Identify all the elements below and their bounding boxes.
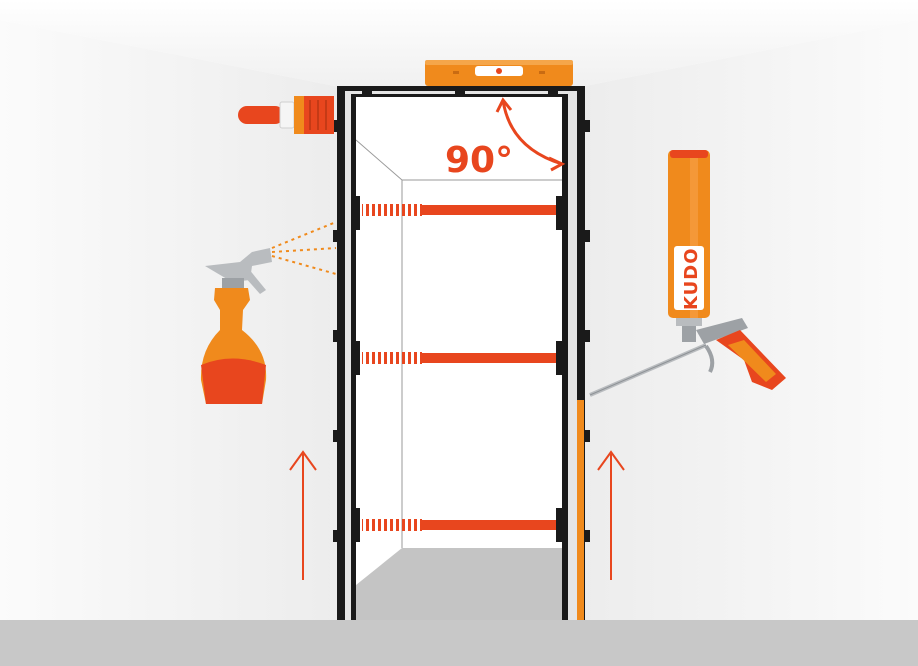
- right-angle-marker: 90°: [445, 97, 566, 181]
- brace-top: [352, 196, 564, 230]
- arrow-up-icon: [597, 450, 625, 580]
- paint-brush-icon: [238, 96, 334, 134]
- brace-middle: [352, 341, 564, 375]
- spray-mist: [271, 221, 337, 275]
- spray-bottle-icon: [200, 221, 337, 404]
- floor: [0, 620, 918, 666]
- angle-label: 90°: [445, 140, 513, 181]
- brace-bottom: [352, 508, 564, 542]
- foam-can-icon: KUDO: [668, 150, 710, 326]
- foam-filling: [577, 400, 584, 620]
- left-wall: [0, 20, 345, 620]
- foam-gun-icon: [589, 318, 786, 397]
- right-wall: [575, 20, 918, 620]
- passage-floor: [356, 548, 562, 620]
- spirit-level-icon: [425, 60, 573, 86]
- foam-can-brand: KUDO: [681, 248, 702, 311]
- arrow-up-icon: [289, 450, 317, 580]
- ceiling: [0, 0, 918, 88]
